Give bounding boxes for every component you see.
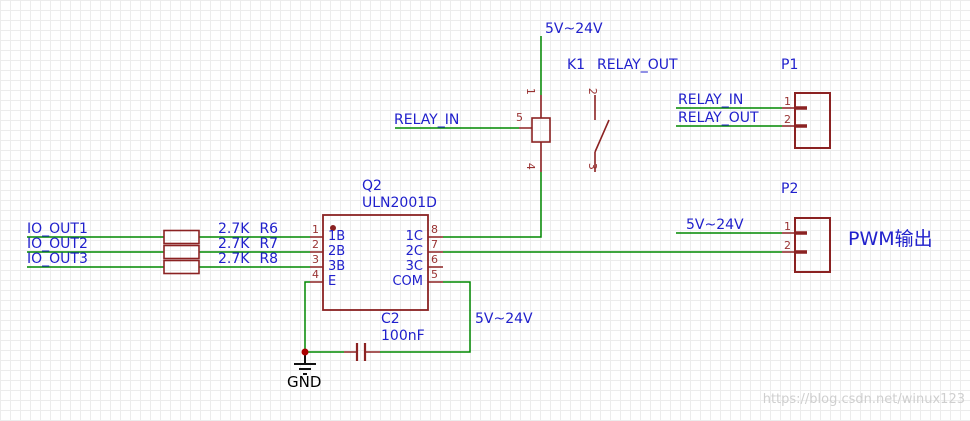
resistor-r8-ref: R8	[259, 251, 279, 267]
resistor-r7-label: 2.7K R7	[218, 236, 278, 252]
p1-pin-number-2: 2	[784, 113, 791, 126]
ic-pin-number-3: 3	[312, 253, 319, 266]
resistor-r8-value: 2.7K	[218, 251, 250, 267]
net-label-io-out1: IO_OUT1	[27, 221, 88, 237]
net-label-power-cap: 5V~24V	[475, 311, 533, 327]
ic-symbol	[310, 214, 443, 311]
resistor-r8-label: 2.7K R8	[218, 251, 278, 267]
ground-lines	[294, 352, 316, 375]
net-label-io-out2: IO_OUT2	[27, 236, 88, 252]
ic-pin-name-e: E	[328, 274, 337, 289]
relay-symbol	[519, 95, 610, 172]
ic-pin-stubs	[310, 236, 443, 283]
relay-pin-number-4: 4	[523, 162, 537, 170]
p2-pin-stubs	[782, 232, 795, 253]
relay-pin-number-2: 2	[585, 87, 599, 95]
resistor-r6-label: 2.7K R6	[218, 221, 278, 237]
ic-pin-name-1b: 1B	[328, 229, 346, 244]
capacitor-designator: C2	[381, 311, 400, 327]
p2-pin-pads	[795, 231, 807, 254]
ground-label: GND	[287, 373, 322, 391]
net-label-relay-out: RELAY_OUT	[597, 57, 678, 73]
ic-pin-number-5: 5	[431, 268, 438, 281]
resistor-r6-body	[163, 229, 200, 245]
p1-net-label-relay-out: RELAY_OUT	[678, 110, 759, 126]
ic-body	[322, 214, 429, 311]
ic-pin-name-com: COM	[392, 274, 423, 289]
ic-pin-name-2b: 2B	[328, 244, 346, 259]
ic-pin-number-2: 2	[312, 238, 319, 251]
relay-coil-leads	[519, 95, 542, 172]
wire-e-to-gnd-cap	[304, 281, 344, 353]
p2-net-label-power: 5V~24V	[686, 217, 744, 233]
p1-pin-number-1: 1	[784, 95, 791, 108]
relay-contact	[594, 95, 610, 172]
wire-relay-coil-to-1c	[443, 172, 542, 238]
resistors	[163, 229, 200, 275]
capacitor-plates	[355, 343, 367, 361]
junction-dot	[301, 348, 309, 356]
capacitor-value: 100nF	[381, 328, 425, 344]
pwm-output-annotation: PWM输出	[848, 228, 933, 250]
net-label-relay-in: RELAY_IN	[394, 112, 460, 128]
relay-pin-number-1: 1	[523, 87, 537, 95]
resistor-r7-body	[163, 244, 200, 260]
ic-pin1-dot	[330, 225, 336, 231]
wire-com-to-cap	[380, 281, 471, 353]
resistor-r6-ref: R6	[259, 221, 279, 237]
ic-pin-number-8: 8	[431, 223, 438, 236]
relay-pin-number-5: 5	[516, 111, 523, 124]
ground-symbol	[294, 352, 316, 375]
ic-pin-name-2c: 2C	[405, 244, 423, 259]
relay-pin-number-3: 3	[585, 162, 599, 170]
p2-pin-number-2: 2	[784, 239, 791, 252]
ic-pin-number-4: 4	[312, 268, 319, 281]
p2-body	[794, 217, 831, 273]
capacitor-symbol	[344, 343, 380, 361]
ic-pin-name-1c: 1C	[405, 229, 423, 244]
p2-designator: P2	[781, 181, 799, 197]
net-label-io-out3: IO_OUT3	[27, 251, 88, 267]
ic-designator: Q2	[362, 178, 382, 194]
p2-pin-number-1: 1	[784, 220, 791, 233]
p1-body	[794, 92, 831, 149]
connector-p2-symbol	[782, 217, 831, 273]
resistor-r7-ref: R7	[259, 236, 279, 252]
ic-pin-number-6: 6	[431, 253, 438, 266]
ic-pin-number-7: 7	[431, 238, 438, 251]
net-label-power-top: 5V~24V	[545, 21, 603, 37]
p1-pin-pads	[795, 106, 807, 128]
relay-coil-box	[531, 117, 551, 143]
ic-pin-number-1: 1	[312, 223, 319, 236]
p1-pin-stubs	[782, 107, 795, 127]
connector-p1-symbol	[782, 92, 831, 149]
ic-pin-name-3b: 3B	[328, 259, 346, 274]
p1-designator: P1	[781, 57, 799, 73]
watermark: https://blog.csdn.net/winux123	[762, 392, 965, 407]
resistor-r6-value: 2.7K	[218, 221, 250, 237]
wires	[27, 36, 782, 353]
relay-designator: K1	[567, 57, 586, 73]
p1-net-label-relay-in: RELAY_IN	[678, 92, 744, 108]
ic-part-number: ULN2001D	[362, 195, 437, 211]
resistor-r8-body	[163, 259, 200, 275]
ic-pin-name-3c: 3C	[405, 259, 423, 274]
resistor-r7-value: 2.7K	[218, 236, 250, 252]
